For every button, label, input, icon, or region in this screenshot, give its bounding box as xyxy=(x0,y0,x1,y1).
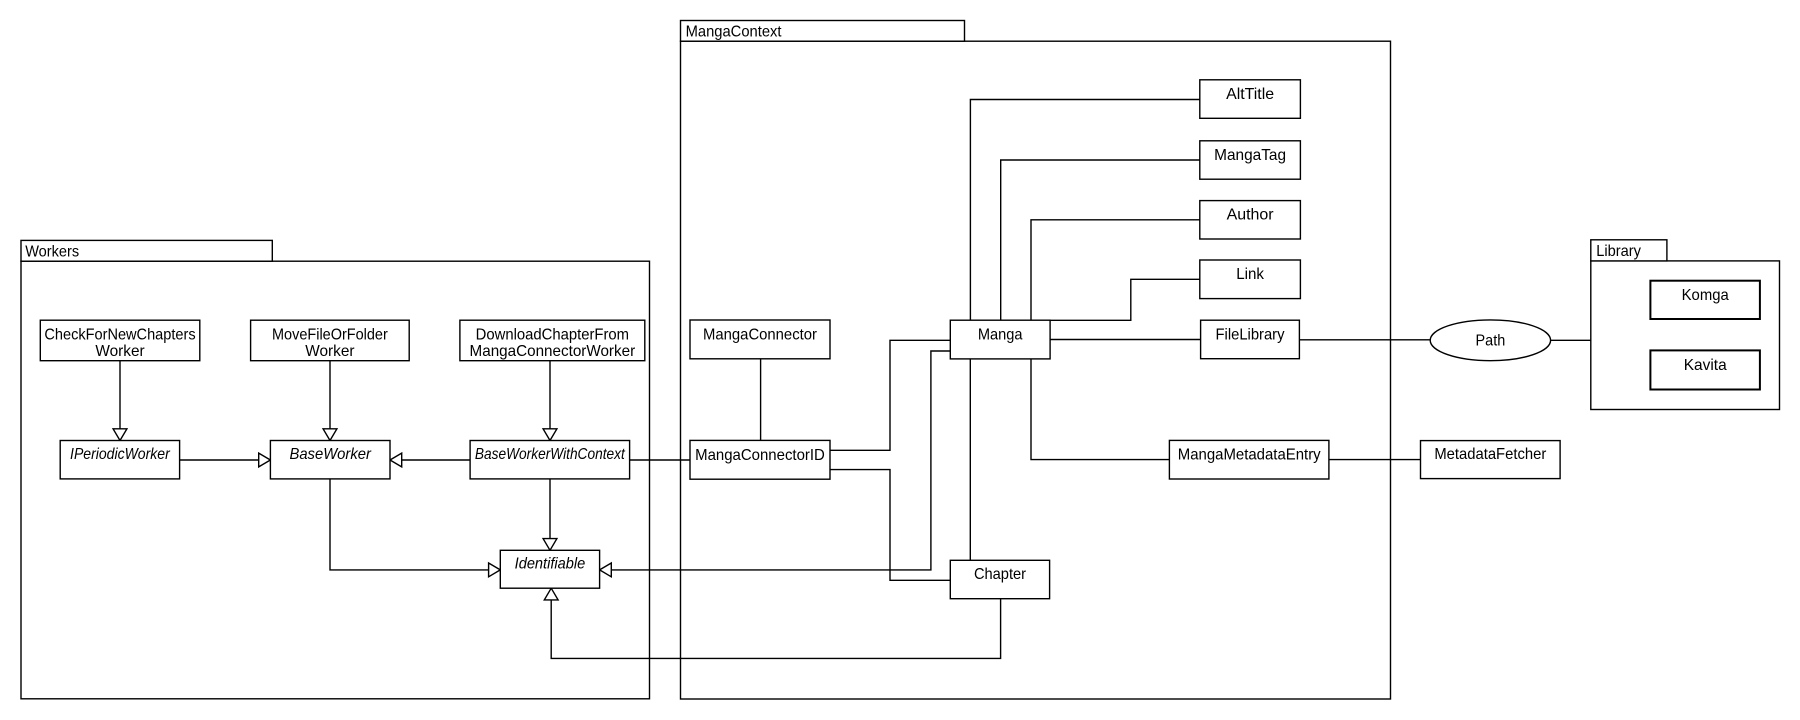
svg-text:Manga: Manga xyxy=(978,327,1023,344)
svg-text:MangaConnector: MangaConnector xyxy=(703,327,818,344)
svg-text:MetadataFetcher: MetadataFetcher xyxy=(1434,446,1547,463)
svg-text:Kavita: Kavita xyxy=(1684,357,1727,374)
svg-text:IPeriodicWorker: IPeriodicWorker xyxy=(70,446,170,463)
svg-text:MangaMetadataEntry: MangaMetadataEntry xyxy=(1178,446,1321,463)
svg-text:Link: Link xyxy=(1236,266,1265,283)
svg-text:Author: Author xyxy=(1227,207,1275,224)
svg-text:MangaConnectorID: MangaConnectorID xyxy=(695,447,825,464)
svg-text:BaseWorker: BaseWorker xyxy=(289,446,371,463)
svg-text:CheckForNewChapters: CheckForNewChapters xyxy=(44,327,195,344)
svg-text:Komga: Komga xyxy=(1682,287,1729,304)
svg-text:MangaContext: MangaContext xyxy=(686,24,782,41)
svg-text:Identifiable: Identifiable xyxy=(515,556,586,573)
svg-text:FileLibrary: FileLibrary xyxy=(1216,327,1285,344)
svg-text:Worker: Worker xyxy=(305,343,355,360)
svg-text:MoveFileOrFolder: MoveFileOrFolder xyxy=(272,327,388,344)
svg-text:Worker: Worker xyxy=(95,343,145,360)
svg-text:MangaConnectorWorker: MangaConnectorWorker xyxy=(470,343,636,360)
svg-text:DownloadChapterFrom: DownloadChapterFrom xyxy=(476,327,629,344)
svg-text:Workers: Workers xyxy=(25,244,79,261)
svg-text:BaseWorkerWithContext: BaseWorkerWithContext xyxy=(475,446,625,463)
svg-text:Chapter: Chapter xyxy=(974,566,1027,583)
svg-text:MangaTag: MangaTag xyxy=(1214,147,1286,164)
svg-text:AltTitle: AltTitle xyxy=(1226,86,1274,103)
svg-text:Path: Path xyxy=(1476,332,1506,349)
svg-text:Library: Library xyxy=(1596,243,1641,260)
